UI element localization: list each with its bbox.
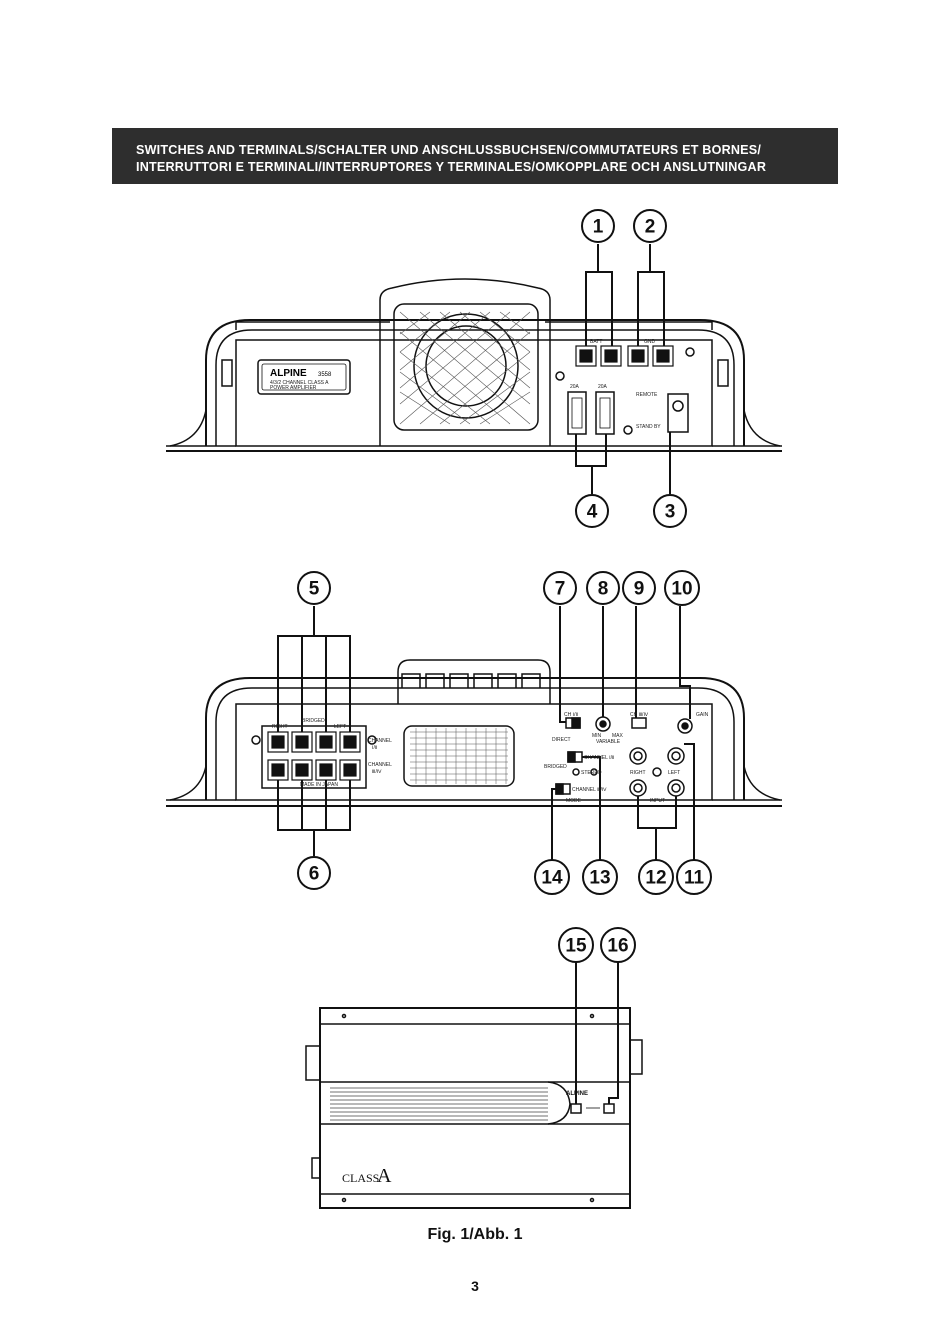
channel-bottom-label: CHANNEL [368, 762, 392, 768]
callout-15: 15 [558, 927, 594, 963]
mode-label: MODE [566, 798, 582, 804]
callout-16: 16 [600, 927, 636, 963]
ch-switch-1-label: CH Ⅰ/Ⅱ [564, 712, 578, 718]
svg-text:10: 10 [671, 579, 692, 600]
svg-text:12: 12 [645, 868, 666, 889]
min-label: MIN [592, 733, 602, 739]
ch-switch-2-label: CH Ⅲ/Ⅳ [630, 712, 648, 718]
side-view-labels: CLASS A ALPINE [342, 1091, 588, 1187]
rear-view-labels: RIGHT BRIDGED LEFT CHANNEL Ⅰ/Ⅱ CHANNEL Ⅲ… [272, 712, 709, 804]
speaker-right-label: RIGHT [272, 724, 288, 730]
channel-34-label: CHANNEL Ⅲ/Ⅳ [572, 787, 607, 793]
callout-3: 3 [653, 494, 687, 528]
figure-caption: Fig. 1/Abb. 1 [427, 1226, 523, 1243]
callout-12: 12 [638, 859, 674, 895]
standby-label: STAND BY [636, 424, 661, 430]
callout-14: 14 [534, 859, 570, 895]
fuse-1-label: 20A [570, 384, 580, 390]
svg-text:8: 8 [598, 579, 609, 600]
stereo-label: STEREO [581, 770, 602, 776]
callout-7: 7 [543, 571, 577, 605]
callout-2: 2 [633, 209, 667, 243]
gnd-label: GND [644, 339, 656, 345]
class-letter: A [377, 1165, 392, 1187]
callout-6: 6 [297, 856, 331, 890]
svg-text:15: 15 [565, 936, 587, 957]
front-model-number: 3558 [318, 372, 332, 378]
fuse-2-label: 20A [598, 384, 608, 390]
callout-13: 13 [582, 859, 618, 895]
amplifier-front-view [166, 244, 782, 494]
amplifier-side-view [305, 962, 643, 1209]
svg-text:5: 5 [309, 579, 320, 600]
input-label: INPUT [650, 798, 665, 804]
remote-label: REMOTE [636, 392, 658, 398]
svg-text:4: 4 [587, 502, 598, 523]
front-subtitle-1: 4/3/2 CHANNEL CLASS A [270, 380, 329, 386]
front-view-labels: ALPINE 3558 4/3/2 CHANNEL CLASS A POWER … [270, 339, 661, 430]
speaker-bridged-label: BRIDGED [302, 718, 325, 724]
svg-text:16: 16 [607, 936, 628, 957]
svg-text:6: 6 [309, 864, 320, 885]
svg-text:11: 11 [684, 868, 705, 889]
svg-text:7: 7 [555, 579, 566, 600]
side-brand-logo: ALPINE [566, 1091, 588, 1097]
svg-text:2: 2 [645, 217, 656, 238]
svg-text:9: 9 [634, 579, 645, 600]
front-subtitle-2: POWER AMPLIFIER [270, 385, 317, 391]
channel-top-number: Ⅰ/Ⅱ [372, 745, 377, 751]
variable-label: VARIABLE [596, 739, 621, 745]
header-line-1: SWITCHES AND TERMINALS/SCHALTER UND ANSC… [136, 143, 762, 157]
section-header-banner: SWITCHES AND TERMINALS/SCHALTER UND ANSC… [112, 128, 838, 184]
channel-bottom-number: Ⅲ/Ⅳ [372, 769, 382, 775]
input-left-label: LEFT [668, 770, 680, 776]
channel-12-label: CHANNEL Ⅰ/Ⅱ [584, 755, 614, 761]
header-line-2: INTERRUTTORI E TERMINALI/INTERRUPTORES Y… [136, 160, 767, 174]
callout-4: 4 [575, 494, 609, 528]
amplifier-rear-view [166, 606, 782, 860]
bridged-mode-label: BRIDGED [544, 764, 567, 770]
callout-9: 9 [622, 571, 656, 605]
callout-10: 10 [664, 570, 700, 606]
svg-text:13: 13 [589, 868, 610, 889]
max-label: MAX [612, 733, 624, 739]
front-brand-logo: ALPINE [270, 368, 307, 379]
channel-top-label: CHANNEL [368, 738, 392, 744]
svg-text:14: 14 [541, 868, 563, 889]
callout-11: 11 [676, 859, 712, 895]
batt-label: BATT [590, 339, 602, 345]
made-in-label: MADE IN JAPAN [300, 782, 338, 788]
direct-label: DIRECT [552, 737, 571, 743]
callout-8: 8 [586, 571, 620, 605]
svg-text:1: 1 [593, 217, 604, 238]
callout-5: 5 [297, 571, 331, 605]
page-number: 3 [471, 1278, 479, 1294]
svg-text:3: 3 [665, 502, 676, 523]
class-text: CLASS [342, 1171, 379, 1185]
speaker-left-label: LEFT [334, 724, 346, 730]
callout-1: 1 [581, 209, 615, 243]
callout-numbers: 1 2 4 3 5 7 8 9 10 6 14 13 12 11 15 16 [297, 209, 712, 963]
input-right-label: RIGHT [630, 770, 646, 776]
gain-label: GAIN [696, 712, 709, 718]
